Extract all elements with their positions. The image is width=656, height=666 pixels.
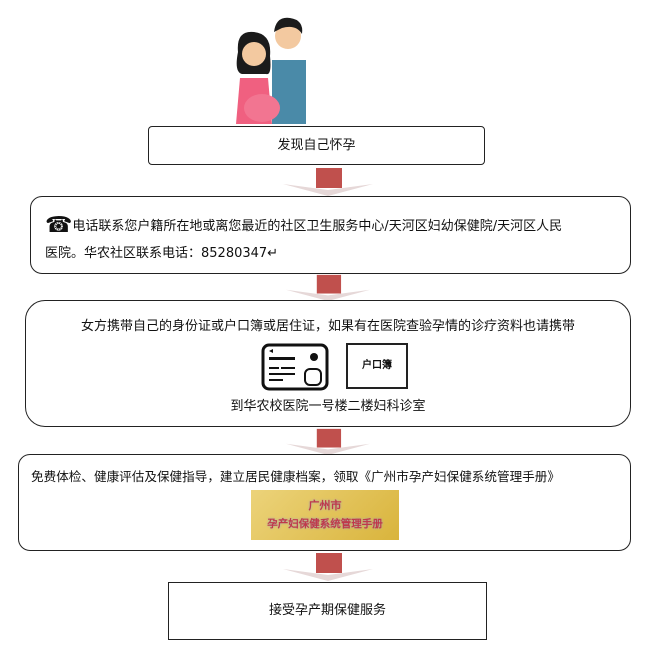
step-bring-documents: 女方携带自己的身份证或户口簿或居住证，如果有在医院查验孕情的诊疗资料也请携带 户… (25, 300, 631, 427)
step-1-text: 发现自己怀孕 (277, 138, 356, 153)
step-3-line-2: 到华农校医院一号楼二楼妇科诊室 (230, 399, 426, 414)
step-4-line-1: 免费体检、健康评估及保健指导，建立居民健康档案，领取《广州市孕产妇保健系统管理手… (31, 469, 560, 484)
household-register-booklet: 户口簿 (346, 343, 408, 389)
couple-illustration (236, 17, 306, 124)
step-free-checkup: 免费体检、健康评估及保健指导，建立居民健康档案，领取《广州市孕产妇保健系统管理手… (18, 454, 631, 551)
arrow-down-icon (286, 274, 370, 301)
arrow-down-icon (283, 168, 373, 196)
step-discover-pregnancy: 发现自己怀孕 (148, 126, 485, 165)
arrow-down-icon (286, 428, 370, 455)
step-contact-clinic: ☎电话联系您户籍所在地或离您最近的社区卫生服务中心/天河区妇幼保健院/天河区人民… (30, 196, 631, 274)
arrow-down-icon (283, 553, 373, 581)
step-2-line-1: 电话联系您户籍所在地或离您最近的社区卫生服务中心/天河区妇幼保健院/天河区人民 (72, 219, 563, 234)
handbook-cover-image: 广州市 孕产妇保健系统管理手册 (251, 490, 399, 540)
step-5-text: 接受孕产期保健服务 (268, 603, 386, 618)
telephone-icon: ☎ (45, 213, 73, 238)
id-card-icon (261, 343, 329, 391)
step-2-line-2: 医院。华农社区联系电话：85280347↵ (45, 246, 279, 261)
step-3-line-1: 女方携带自己的身份证或户口簿或居住证，如果有在医院查验孕情的诊疗资料也请携带 (80, 319, 575, 334)
step-receive-prenatal-care: 接受孕产期保健服务 (168, 582, 487, 640)
